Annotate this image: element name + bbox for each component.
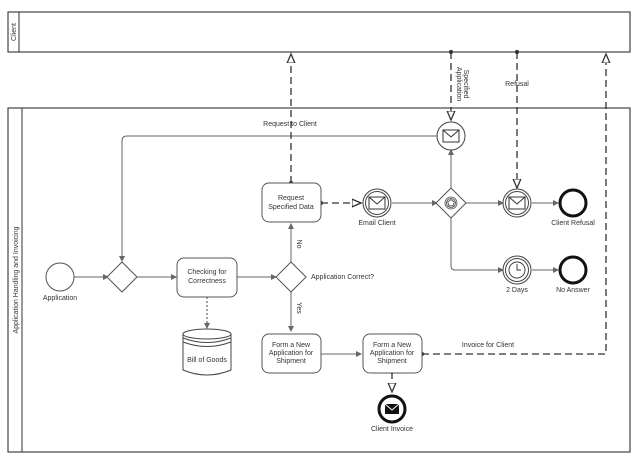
task-form1-line1: Form a New — [272, 342, 311, 349]
task-form2-line2: Application for — [370, 350, 415, 357]
label-application: Application — [455, 67, 462, 101]
task-form2-line1: Form a New — [373, 342, 412, 349]
start-event-label: Application — [43, 295, 77, 302]
gateway-label: Application Correct? — [311, 274, 374, 281]
pool-client: Client — [7, 11, 631, 53]
label-yes: Yes — [295, 302, 302, 314]
task-checking-line2: Correctness — [188, 278, 226, 285]
pentagon-icon — [447, 198, 455, 207]
pool-main-label: Application Handling and Invoicing — [13, 226, 20, 333]
event-based-gateway[interactable] — [435, 187, 467, 219]
label-no: No — [295, 240, 302, 249]
task-request-line2: Specified Data — [268, 204, 314, 211]
event-email-client[interactable]: Email Client — [358, 188, 396, 227]
end-event-client-invoice[interactable]: Client Invoice — [371, 394, 413, 433]
merge-gateway[interactable] — [106, 261, 138, 293]
envelope-filled-icon — [384, 403, 400, 414]
label-refusal: Refusal — [505, 81, 529, 88]
message-flows — [204, 52, 606, 392]
end-client-refusal-label: Client Refusal — [551, 220, 595, 227]
envelope-icon — [442, 129, 460, 143]
event-timer-label: 2 Days — [506, 287, 528, 294]
label-specified: Specified — [462, 70, 469, 99]
label-invoice-for-client: Invoice for Client — [462, 342, 514, 349]
task-form-application-1[interactable]: Form a New Application for Shipment — [261, 333, 322, 374]
clock-icon — [508, 261, 526, 279]
flow-loop-back[interactable] — [119, 135, 437, 262]
task-request-specified-data[interactable]: Request Specified Data — [261, 182, 322, 223]
task-checking-line1: Checking for — [187, 269, 227, 276]
envelope-icon — [508, 196, 526, 210]
msgflow-invoice-for-client[interactable] — [422, 54, 606, 354]
envelope-icon — [368, 196, 386, 210]
start-event[interactable]: Application — [43, 262, 77, 302]
gateway-application-correct[interactable]: Application Correct? — [275, 261, 374, 293]
end-client-invoice-label: Client Invoice — [371, 426, 413, 433]
end-event-client-refusal[interactable]: Client Refusal — [551, 188, 595, 227]
pool-client-label: Client — [11, 23, 18, 41]
event-timer[interactable]: 2 Days — [502, 255, 532, 294]
end-no-answer-label: No Answer — [556, 287, 591, 294]
event-email-client-label: Email Client — [358, 220, 395, 227]
event-request-message[interactable] — [436, 121, 466, 151]
task-form1-line2: Application for — [269, 350, 314, 357]
task-request-line1: Request — [278, 195, 304, 202]
task-checking[interactable]: Checking for Correctness — [176, 257, 238, 298]
event-refusal-message[interactable] — [502, 188, 532, 218]
data-store-bill-of-goods[interactable]: Bill of Goods — [182, 328, 232, 376]
task-form2-line3: Shipment — [377, 358, 407, 365]
end-event-no-answer[interactable]: No Answer — [556, 255, 591, 294]
label-request-to-client: Request to Client — [263, 121, 317, 128]
data-store-label: Bill of Goods — [187, 357, 227, 364]
task-form1-line3: Shipment — [276, 358, 306, 365]
task-form-application-2[interactable]: Form a New Application for Shipment — [362, 333, 423, 374]
